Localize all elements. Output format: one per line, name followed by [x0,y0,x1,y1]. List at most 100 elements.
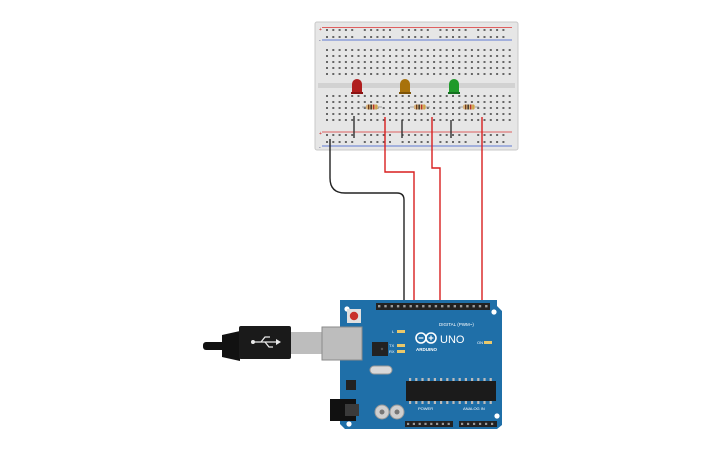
breadboard-hole [389,107,391,109]
breadboard-hole [508,73,511,75]
breadboard-hole [458,134,461,136]
breadboard-hole [395,107,398,109]
breadboard-hole [376,141,379,143]
breadboard-hole [452,141,454,143]
breadboard-hole [395,113,398,115]
breadboard-hole [483,29,486,31]
breadboard-hole [496,107,499,109]
header-pin [384,305,387,308]
breadboard-hole [464,141,467,143]
breadboard-hole [407,113,410,115]
header-pin [453,305,456,308]
usb-cable[interactable] [203,326,323,361]
breadboard-hole [439,141,442,143]
yellow-led[interactable] [399,79,411,94]
green-led[interactable] [448,79,460,94]
breadboard-hole [395,101,398,103]
breadboard-hole [445,107,448,109]
breadboard-hole [439,113,442,115]
breadboard-hole [338,49,341,51]
breadboard-hole [464,67,467,69]
breadboard-hole [502,49,505,51]
breadboard-hole [464,119,467,121]
breadboard-hole [332,134,335,136]
breadboard-hole [452,55,454,57]
breadboard-hole [483,61,486,63]
breadboard-hole [502,29,505,31]
breadboard-hole [439,95,442,97]
arduino-logo-icon [415,332,437,344]
arduino-uno[interactable]: L TX RX ON ARDUINO UNO DIGITAL (PWM~) PO… [321,300,502,429]
breadboard-hole [489,55,492,57]
breadboard-hole [420,134,423,136]
breadboard-hole [477,55,480,57]
header-pin [467,422,470,425]
ground-wire[interactable] [329,139,405,307]
breadboard-hole [439,73,442,75]
breadboard-hole [363,55,366,57]
rail-label-bottom-negative: - [319,145,321,151]
resistor-3[interactable] [459,104,479,110]
breadboard-hole [363,134,366,136]
header-pin [424,422,427,425]
breadboard-hole [445,36,448,38]
breadboard-hole [351,134,354,136]
reset-button[interactable] [349,311,359,321]
breadboard-hole [439,29,442,31]
resistor-1-band-3 [373,104,375,110]
breadboard-hole [508,101,511,103]
breadboard-hole [483,119,486,121]
signal-wire-red-led[interactable] [384,117,415,307]
breadboard-hole [351,141,354,143]
breadboard-hole [420,141,423,143]
header-pin [447,305,450,308]
mounting-hole [491,309,497,315]
breadboard-hole [389,141,391,143]
breadboard-hole [483,101,486,103]
breadboard-hole [458,67,461,69]
header-pin [472,305,475,308]
breadboard-hole [351,67,354,69]
red-led-base [351,92,363,94]
breadboard-hole [489,101,492,103]
resistor-2[interactable] [410,104,430,110]
breadboard-hole [370,73,373,75]
header-pin [378,305,381,308]
breadboard-hole [363,95,366,97]
breadboard-hole [496,67,499,69]
breadboard-hole [382,67,385,69]
resistor-1[interactable] [362,104,382,110]
breadboard-hole [426,141,429,143]
yellow-led-body [400,79,410,93]
chip-pin [421,401,424,404]
breadboard-hole [389,61,391,63]
breadboard-hole [502,61,505,63]
breadboard-hole [452,67,454,69]
breadboard-hole [496,134,499,136]
red-led-body [352,79,362,93]
breadboard-hole [344,134,347,136]
breadboard-hole [395,55,398,57]
power-header [405,421,453,427]
header-pin [415,305,419,308]
red-led[interactable] [351,79,363,94]
header-pin [422,305,425,308]
header-pin [473,422,476,425]
breadboard-hole [508,67,511,69]
header-pin [466,305,469,308]
breadboard-hole [332,141,335,143]
signal-wire-yellow-led[interactable] [431,117,441,307]
breadboard-hole [395,49,398,51]
breadboard-hole [464,134,467,136]
header-pin [485,305,488,308]
breadboard-hole [401,107,404,109]
breadboard-hole [338,73,341,75]
breadboard-hole [420,95,423,97]
breadboard-hole [458,55,461,57]
breadboard[interactable]: + - + - [314,21,519,151]
wires [329,117,483,307]
breadboard-hole [382,73,385,75]
resistor-3-band-4 [472,104,474,110]
breadboard-hole [382,107,385,109]
breadboard-hole [344,61,347,63]
